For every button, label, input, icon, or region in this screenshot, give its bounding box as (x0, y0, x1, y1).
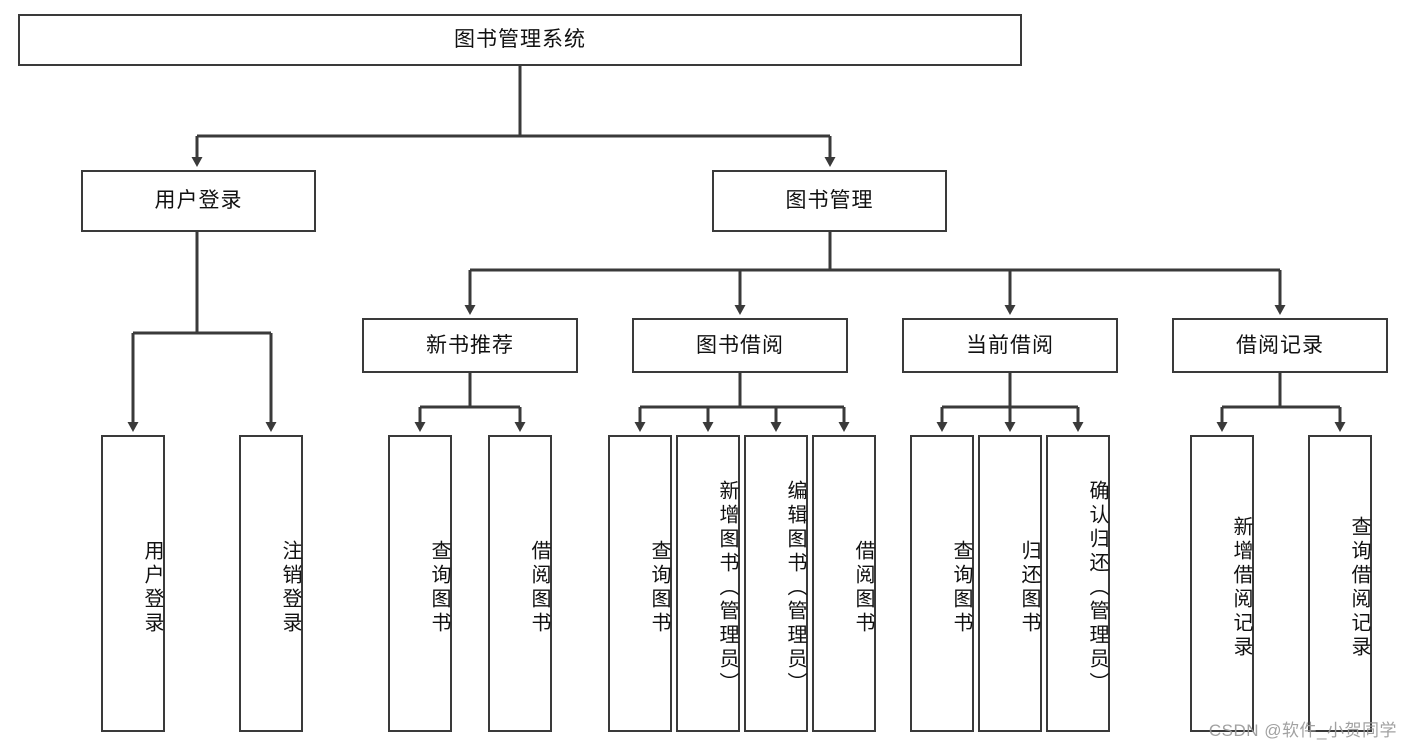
leaf-borrow-borrow-book[interactable]: 借阅图书 (812, 435, 876, 732)
node-label: 借阅记录 (1236, 333, 1324, 357)
node-label: 图书借阅 (696, 333, 784, 357)
leaf-user-logout[interactable]: 注销登录 (239, 435, 303, 732)
node-label: 图书管理 (785, 189, 874, 213)
node-label: 查询图书 (648, 539, 670, 636)
node-book-management[interactable]: 图书管理 (712, 170, 947, 232)
node-label: 新增图书（管理员） (716, 479, 738, 696)
leaf-current-confirm-return-admin[interactable]: 确认归还（管理员） (1046, 435, 1110, 732)
node-label: 借阅图书 (528, 539, 550, 636)
node-label: 查询借阅记录 (1348, 515, 1370, 660)
node-label: 新书推荐 (426, 333, 514, 357)
node-label: 确认归还（管理员） (1086, 479, 1108, 696)
leaf-recommend-borrow-book[interactable]: 借阅图书 (488, 435, 552, 732)
node-label: 当前借阅 (966, 333, 1054, 357)
leaf-borrow-add-book-admin[interactable]: 新增图书（管理员） (676, 435, 740, 732)
leaf-current-query-book[interactable]: 查询图书 (910, 435, 974, 732)
node-label: 借阅图书 (852, 539, 874, 636)
leaf-record-query-record[interactable]: 查询借阅记录 (1308, 435, 1372, 732)
node-label: 归还图书 (1018, 539, 1040, 636)
node-root-system[interactable]: 图书管理系统 (18, 14, 1022, 66)
csdn-watermark: CSDN @软件_小贺同学 (1208, 721, 1397, 740)
node-label: 用户登录 (154, 189, 243, 213)
leaf-user-login[interactable]: 用户登录 (101, 435, 165, 732)
leaf-record-add-record[interactable]: 新增借阅记录 (1190, 435, 1254, 732)
node-label: 查询图书 (428, 539, 450, 636)
node-book-borrow[interactable]: 图书借阅 (632, 318, 848, 373)
leaf-borrow-query-book[interactable]: 查询图书 (608, 435, 672, 732)
node-borrow-record[interactable]: 借阅记录 (1172, 318, 1388, 373)
node-label: 新增借阅记录 (1230, 515, 1252, 660)
node-label: 查询图书 (950, 539, 972, 636)
node-label: 图书管理系统 (454, 28, 586, 52)
node-label: 编辑图书（管理员） (784, 479, 806, 696)
node-current-borrow[interactable]: 当前借阅 (902, 318, 1118, 373)
leaf-recommend-query-book[interactable]: 查询图书 (388, 435, 452, 732)
node-label: 用户登录 (141, 539, 163, 636)
leaf-borrow-edit-book-admin[interactable]: 编辑图书（管理员） (744, 435, 808, 732)
leaf-current-return-book[interactable]: 归还图书 (978, 435, 1042, 732)
node-label: 注销登录 (279, 539, 301, 636)
node-user-login[interactable]: 用户登录 (81, 170, 316, 232)
node-new-book-recommend[interactable]: 新书推荐 (362, 318, 578, 373)
